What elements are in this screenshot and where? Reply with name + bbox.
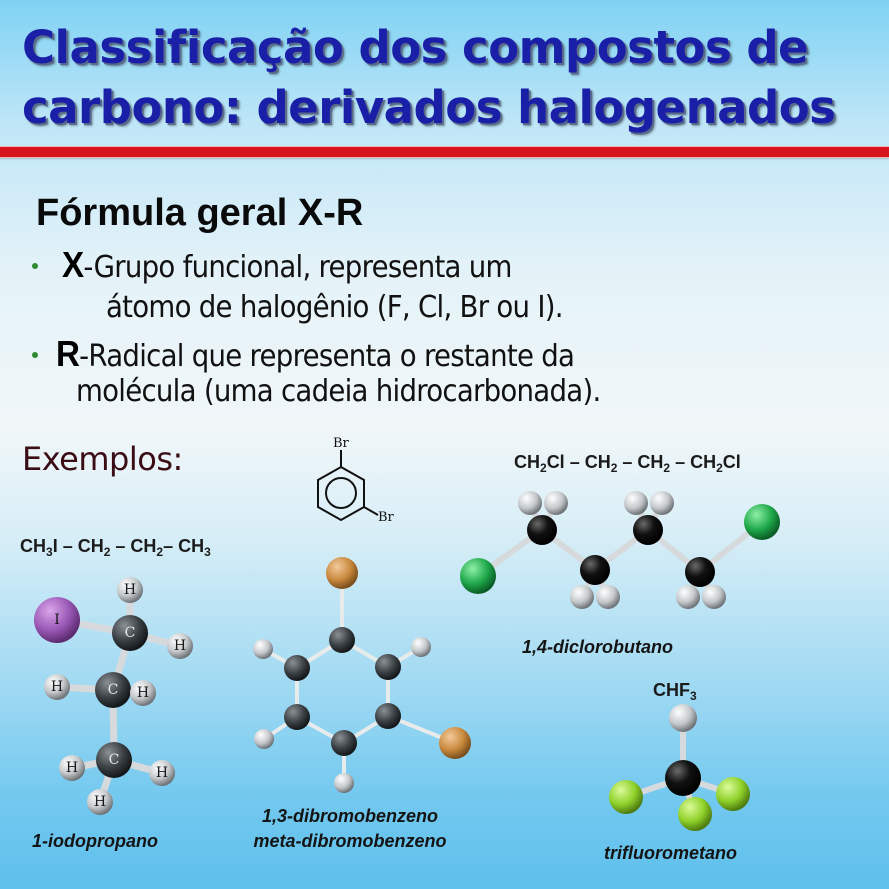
letter-x: X — [62, 244, 84, 285]
letter-r: R — [56, 333, 80, 374]
caption-diclorobutano: 1,4-diclorobutano — [522, 637, 674, 657]
bullet-x-line-1: X-Grupo funcional, representa um — [62, 244, 512, 286]
title-line-1: Classificação dos compostos de — [22, 21, 809, 74]
title-divider — [0, 146, 889, 158]
bullet-r-text-1: -Radical que representa o restante da — [79, 339, 575, 374]
caption-trifluorometano: trifluorometano — [604, 843, 737, 863]
bullet-dot-icon — [32, 352, 38, 358]
bullet-r-text-2: molécula (uma cadeia hidrocarbonada). — [76, 374, 601, 409]
caption-dibromobenzeno-1: 1,3-dibromobenzeno — [261, 806, 438, 826]
svg-text:C: C — [108, 682, 119, 698]
bullet-r-line-1: R-Radical que representa o restante da — [56, 333, 575, 375]
model-dibromobenzeno-icon — [253, 557, 471, 793]
svg-text:H: H — [94, 794, 106, 810]
examples-label: Exemplos: — [22, 440, 183, 478]
svg-text:H: H — [156, 765, 168, 781]
formula-chf3: CHF3 — [653, 680, 697, 703]
svg-text:H: H — [124, 582, 136, 598]
svg-text:H: H — [51, 679, 63, 695]
svg-text:H: H — [66, 760, 78, 776]
model-diclorobutano-icon — [460, 491, 780, 609]
svg-text:I: I — [54, 612, 60, 628]
formula-diclorobutano: CH2Cl – CH2 – CH2 – CH2Cl — [514, 452, 741, 475]
caption-dibromobenzeno-2: meta-dibromobenzeno — [253, 831, 447, 851]
svg-text:Br: Br — [333, 436, 350, 451]
svg-text:H: H — [137, 685, 149, 701]
bullet-x-text-2: átomo de halogênio (F, Cl, Br ou I). — [106, 290, 564, 325]
formula-iodopropano: CH3I – CH2 – CH2– CH3 — [20, 536, 211, 559]
bullet-x-text-1: -Grupo funcional, representa um — [83, 250, 512, 285]
svg-text:C: C — [125, 625, 136, 641]
title-line-2: carbono: derivados halogenados — [22, 81, 836, 134]
model-iodopropano-icon: I H C H H C H H C H H — [34, 577, 193, 815]
bullet-dot-icon — [32, 263, 38, 269]
formula-heading: Fórmula geral X-R — [36, 192, 364, 234]
svg-text:H: H — [174, 638, 186, 654]
model-trifluorometano-icon — [609, 704, 750, 831]
caption-iodopropano: 1-iodopropano — [32, 831, 158, 851]
svg-text:Br: Br — [378, 510, 395, 525]
page-title: Classificação dos compostos de carbono: … — [22, 18, 882, 138]
svg-text:C: C — [109, 752, 120, 768]
